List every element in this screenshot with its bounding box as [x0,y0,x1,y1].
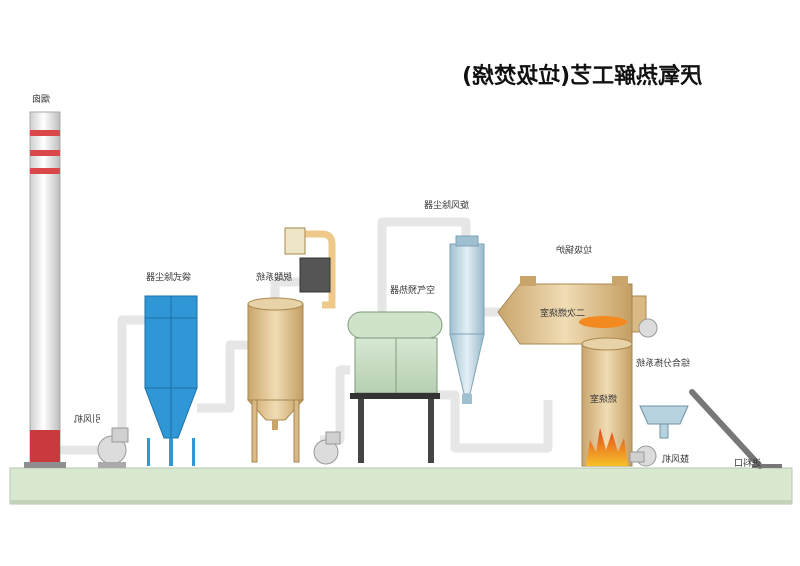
combustion-chamber [581,337,633,467]
label-induced-fan: 引风机 [74,415,102,425]
blower-middle [313,431,341,465]
label-chimney: 烟囱 [32,95,51,105]
deacid-tower [246,297,305,463]
label-cyclone: 旋风除尘器 [424,201,470,211]
label-mixing-system: 综合分拣系统 [636,359,691,369]
cyclone [449,235,485,404]
label-blower: 鼓风机 [662,455,690,465]
label-secondary-chamber: 二次燃烧室 [540,309,586,319]
label-deacid: 脱酸系统 [256,273,293,283]
sorting-hopper [639,405,689,439]
diagram-title: 厌氧热解工艺(垃圾焚烧) [462,64,703,89]
label-combustion-chamber: 燃烧室 [590,395,618,405]
blower [629,445,657,467]
secondary-chamber [497,276,658,345]
label-feed-port: 进料口 [734,459,762,469]
bag-filter [144,295,198,466]
chimney [24,111,66,468]
air-preheater [347,311,443,463]
ground-shadow [10,500,792,504]
label-bag-filter: 袋式除尘器 [146,273,192,283]
label-air-preheater: 空气预热器 [390,286,436,296]
ground-base [9,467,793,505]
feed-conveyor [689,389,782,469]
label-incinerator: 垃圾锅炉 [556,246,593,256]
deacid-hopper [284,227,336,309]
induced-fan [97,427,129,468]
